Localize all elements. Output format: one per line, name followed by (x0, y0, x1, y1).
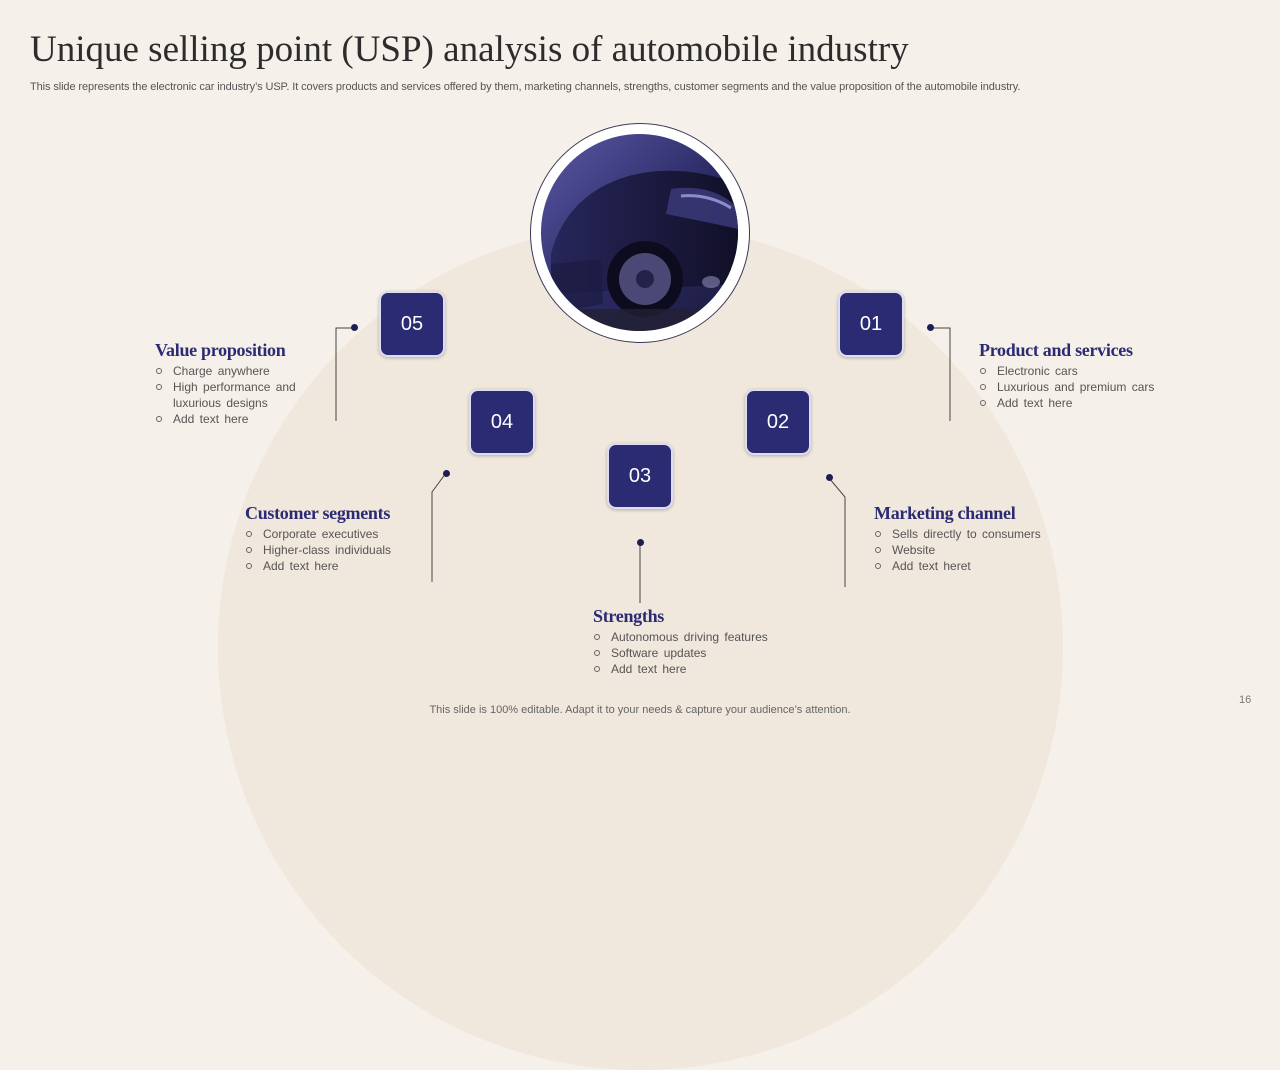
bullet-list: Corporate executives Higher-class indivi… (245, 526, 445, 574)
car-photo-frame (530, 123, 750, 343)
bullet-item: Corporate executives (245, 526, 445, 542)
bullet-item: Charge anywhere (155, 363, 325, 379)
bullet-item: Website (874, 542, 1094, 558)
block-title: Customer segments (245, 503, 391, 523)
step-number-05: 05 (379, 291, 445, 357)
step-number-03: 03 (607, 443, 673, 509)
block-title: Value proposition (155, 340, 286, 360)
bullet-item: Autonomous driving features (593, 629, 813, 645)
connector-dot-02 (826, 474, 833, 481)
connector-dot-04 (443, 470, 450, 477)
block-title: Marketing channel (874, 503, 1016, 523)
bullet-item: Sells directly to consumers (874, 526, 1094, 542)
bullet-list: Charge anywhere High performance and lux… (155, 363, 325, 427)
block-product-and-services: Product and services Electronic cars Lux… (979, 340, 1199, 411)
bullet-item: Add text here (245, 558, 445, 574)
bullet-list: Sells directly to consumers Website Add … (874, 526, 1094, 574)
page-number: 16 (1239, 694, 1252, 706)
bullet-item: Add text here (593, 661, 813, 677)
bullet-item: Add text here (979, 395, 1199, 411)
step-number-02: 02 (745, 389, 811, 455)
connector-dot-03 (637, 539, 644, 546)
step-number-01: 01 (838, 291, 904, 357)
bullet-list: Electronic cars Luxurious and premium ca… (979, 363, 1199, 411)
bullet-item: Add text here (155, 411, 325, 427)
bullet-item: Luxurious and premium cars (979, 379, 1199, 395)
block-customer-segments: Customer segments Corporate executives H… (245, 503, 445, 574)
block-strengths: Strengths Autonomous driving features So… (593, 606, 813, 677)
block-value-proposition: Value proposition Charge anywhere High p… (155, 340, 325, 427)
block-title: Product and services (979, 340, 1133, 360)
connector-dot-01 (927, 324, 934, 331)
bullet-item: Add text heret (874, 558, 1094, 574)
bullet-item: Higher-class individuals (245, 542, 445, 558)
block-marketing-channel: Marketing channel Sells directly to cons… (874, 503, 1094, 574)
bullet-item: High performance and luxurious designs (155, 379, 325, 411)
slide-subtitle: This slide represents the electronic car… (30, 81, 1021, 93)
connector-dot-05 (351, 324, 358, 331)
slide-footer: This slide is 100% editable. Adapt it to… (429, 704, 851, 716)
bullet-item: Electronic cars (979, 363, 1199, 379)
bullet-item: Software updates (593, 645, 813, 661)
block-title: Strengths (593, 606, 664, 626)
car-photo (541, 134, 738, 331)
step-number-04: 04 (469, 389, 535, 455)
bullet-list: Autonomous driving features Software upd… (593, 629, 813, 677)
car-image (541, 134, 738, 331)
slide-title: Unique selling point (USP) analysis of a… (30, 29, 909, 70)
